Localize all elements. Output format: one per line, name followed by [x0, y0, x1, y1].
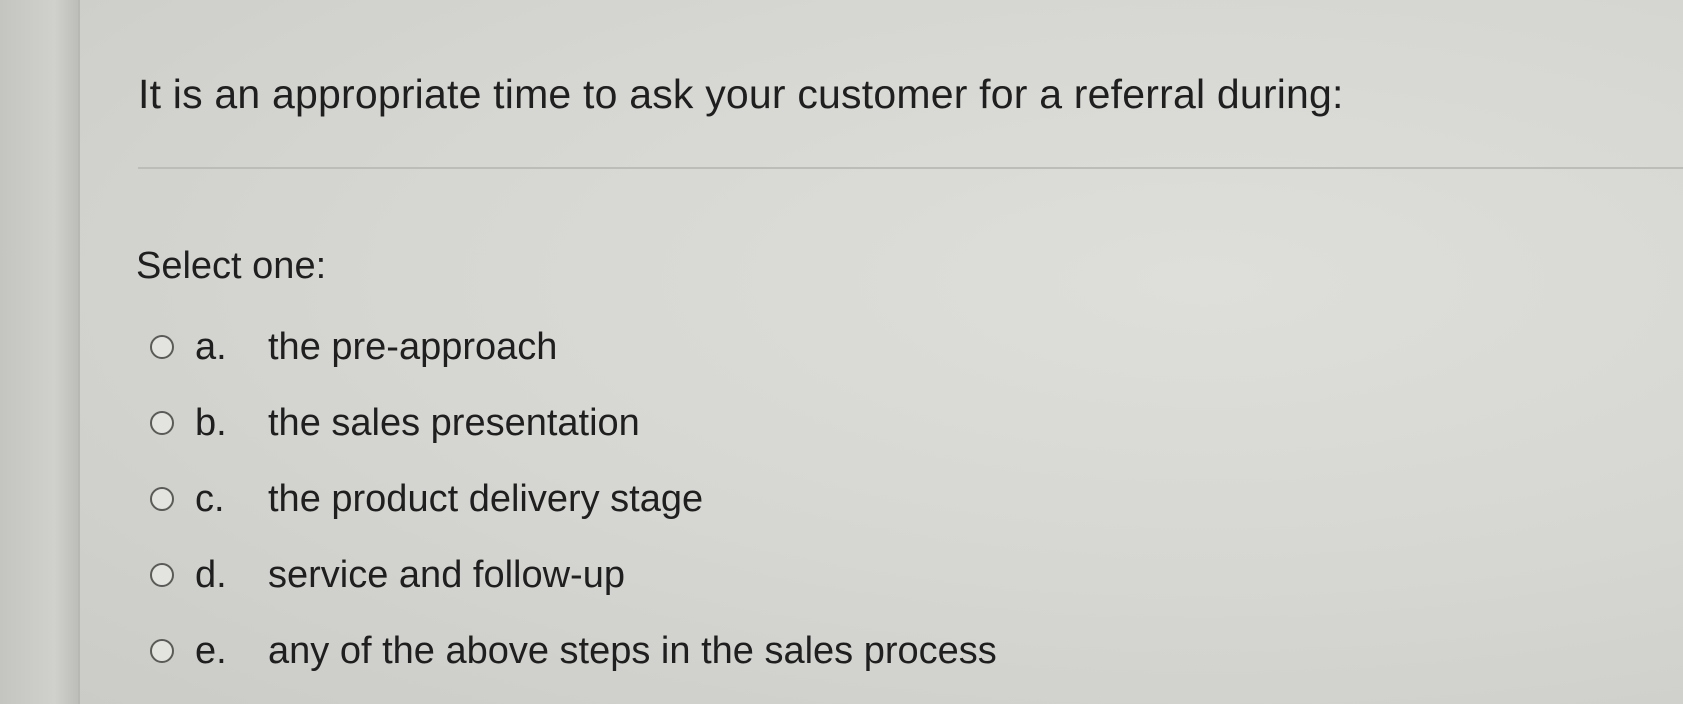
radio-button-c[interactable]: [150, 487, 174, 511]
option-letter-d: d.: [195, 553, 227, 596]
option-letter-e: e.: [195, 629, 227, 672]
radio-button-d[interactable]: [150, 563, 174, 587]
answer-option-e[interactable]: e. any of the above steps in the sales p…: [150, 626, 997, 676]
option-letter-b: b.: [195, 401, 227, 444]
option-text-b[interactable]: the sales presentation: [268, 401, 640, 444]
radio-button-e[interactable]: [150, 639, 174, 663]
question-text: It is an appropriate time to ask your cu…: [138, 71, 1344, 117]
answer-option-b[interactable]: b. the sales presentation: [150, 398, 640, 448]
question-panel: [78, 0, 1683, 704]
select-one-prompt: Select one:: [136, 245, 327, 287]
option-text-c[interactable]: the product delivery stage: [268, 477, 704, 520]
radio-button-b[interactable]: [150, 411, 174, 435]
option-text-a[interactable]: the pre-approach: [268, 325, 558, 368]
question-divider: [138, 167, 1683, 169]
option-text-d[interactable]: service and follow-up: [268, 553, 625, 596]
option-letter-a: a.: [195, 325, 227, 368]
left-margin-strip: [0, 0, 78, 704]
answer-option-c[interactable]: c. the product delivery stage: [150, 474, 703, 524]
radio-button-a[interactable]: [150, 335, 174, 359]
option-letter-c: c.: [195, 477, 225, 520]
option-text-e[interactable]: any of the above steps in the sales proc…: [268, 629, 997, 672]
answer-option-a[interactable]: a. the pre-approach: [150, 322, 557, 372]
answer-option-d[interactable]: d. service and follow-up: [150, 550, 625, 600]
